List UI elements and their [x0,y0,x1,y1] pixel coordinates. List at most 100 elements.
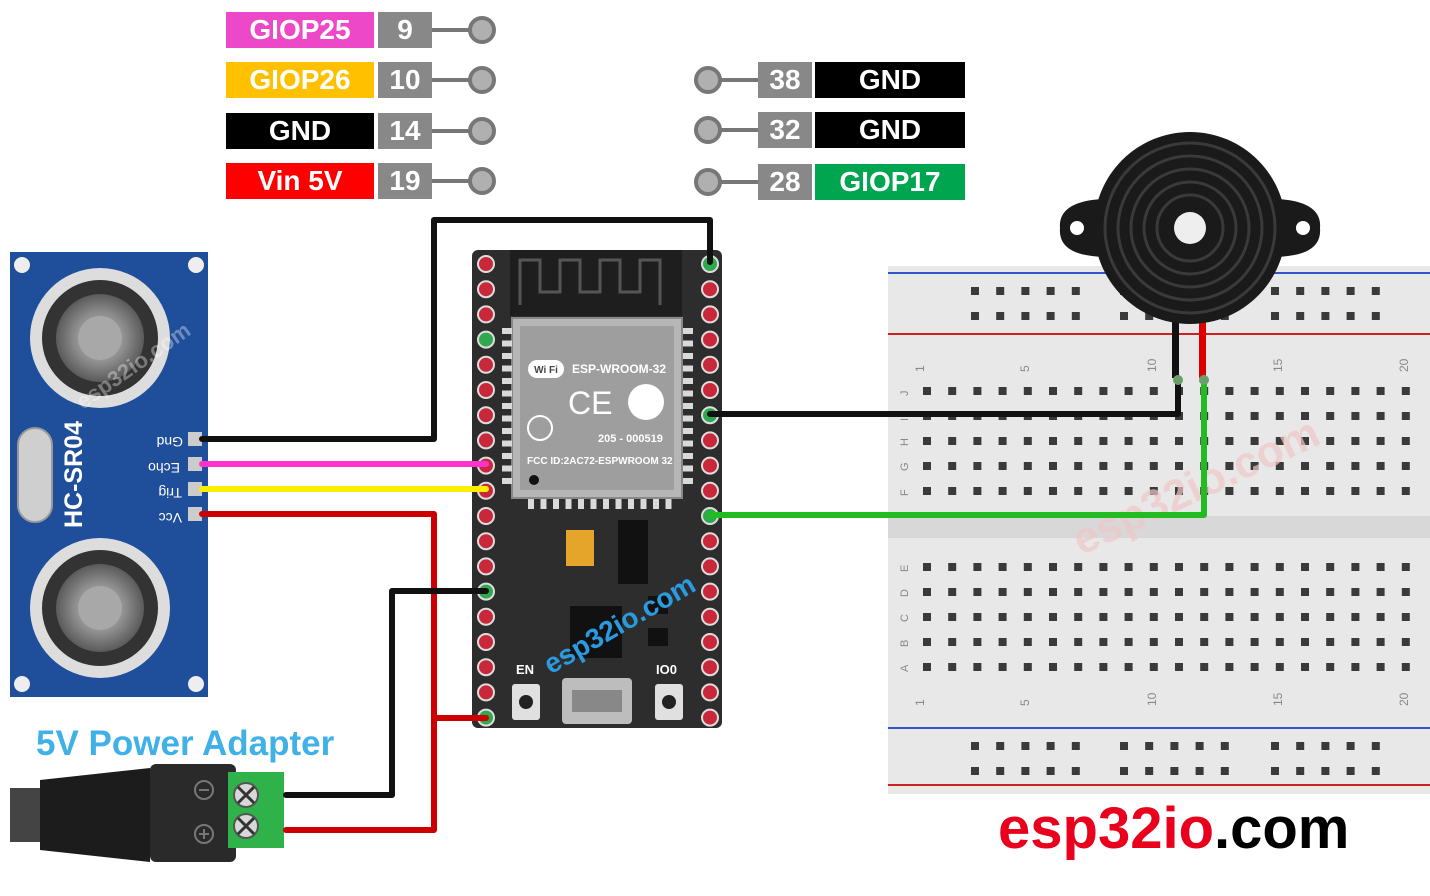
breadboard-rail-hole [971,287,979,295]
breadboard-hole [998,437,1007,445]
breadboard-hole [1074,462,1083,470]
breadboard-hole [1124,563,1133,571]
module-name-label: ESP-WROOM-32 [572,362,666,376]
breadboard-hole [973,638,982,646]
esp32-right-pin [701,708,719,727]
breadboard-rail-hole [1071,742,1080,750]
breadboard-hole [998,638,1007,646]
button-en-label: EN [516,662,534,677]
esp32-right-pin [701,607,719,626]
button-io0-label: IO0 [656,662,677,677]
breadboard-hole [1124,638,1133,646]
breadboard-rail-hole [1346,312,1355,320]
module-pad [683,415,693,422]
sensor-model-label: HC-SR04 [60,421,88,528]
breadboard-hole [1200,613,1209,621]
breadboard-hole [1376,387,1385,395]
breadboard-hole [1401,588,1410,596]
esp32-right-pin [701,456,719,475]
breadboard-rail-hole [1296,742,1305,750]
fcc-label: FCC ID:2AC72-ESPWROOM 32 [527,456,673,467]
breadboard-hole [1023,563,1032,571]
breadboard-hole [1326,638,1335,646]
breadboard-hole [1275,638,1284,646]
module-pad [683,378,693,384]
esp32-right-pin [701,582,719,601]
breadboard-hole [1074,638,1083,646]
module-pad [683,390,693,397]
module-pad [653,499,659,509]
breadboard-hole [923,663,931,671]
breadboard-rail-hole [1120,742,1128,750]
breadboard-hole [1275,588,1284,596]
bb-col-20-bottom: 20 [1397,692,1411,706]
breadboard-hole [1250,412,1259,420]
breadboard-hole [1149,638,1158,646]
breadboard-hole [1225,412,1234,420]
breadboard-hole [1225,487,1234,495]
esp32-right-pin [701,633,719,651]
breadboard-hole [1376,412,1385,420]
breadboard-hole [923,588,931,596]
breadboard-hole [1275,462,1284,470]
esp32-left-pin [477,381,495,399]
breadboard-hole [923,638,931,646]
esp32-left-pin [477,255,495,273]
breadboard-hole [1351,387,1360,395]
breadboard-rail-hole [1346,287,1355,295]
breadboard-rail-hole [1371,742,1380,750]
breadboard-hole [1175,462,1183,470]
bb-row-e: E [899,565,911,572]
breadboard-hole [973,663,982,671]
breadboard-rail-hole [996,312,1005,320]
pin-name-giop25: GIOP25 [226,12,374,48]
breadboard-rail-hole [996,767,1005,775]
esp32-left-pin [477,507,495,525]
breadboard-hole [1250,487,1259,495]
breadboard-hole [1049,462,1057,470]
sensor-pin-trig-label: Trig [158,485,182,501]
esp32-left-pin [477,330,495,349]
breadboard-hole [1376,638,1385,646]
sensor-pin-echo-label: Echo [148,460,180,476]
esp32-left-pin [477,406,495,425]
breadboard-hole [1175,588,1183,596]
breadboard-hole [1149,387,1158,395]
brand-part1: esp32io [998,796,1214,861]
breadboard-hole [948,638,957,646]
breadboard-rail-hole [996,287,1005,295]
breadboard-rail-hole [1371,287,1380,295]
breadboard-hole [948,563,957,571]
breadboard-hole [1023,663,1032,671]
pin-name-gnd-32: GND [815,112,965,148]
breadboard-hole [1049,588,1057,596]
breadboard-hole [1099,663,1108,671]
breadboard-hole [1225,663,1234,671]
breadboard-hole [1175,437,1183,445]
breadboard-hole [1401,563,1410,571]
breadboard-hole [1099,588,1108,596]
breadboard-hole [1149,487,1158,495]
breadboard-hole [1376,487,1385,495]
pin-name-giop17: GIOP17 [815,164,965,200]
breadboard-hole [1301,613,1309,621]
breadboard-hole [1275,387,1284,395]
breadboard-hole [1175,663,1183,671]
module-pad [502,390,512,397]
breadboard-hole [1200,638,1209,646]
breadboard-rail-hole [1071,312,1080,320]
breadboard-rail-hole [1321,767,1330,775]
breadboard-hole [1074,387,1083,395]
esp32-left-pin [477,658,495,677]
breadboard-hole [1124,588,1133,596]
breadboard-hole [1275,613,1284,621]
breadboard-hole [1376,563,1385,571]
esp32-left-pin [477,532,495,551]
breadboard-hole [1124,613,1133,621]
breadboard-hole [1200,663,1209,671]
pin-number-14: 14 [378,113,432,149]
breadboard-hole [1301,437,1309,445]
breadboard-rail-hole [1046,312,1055,320]
